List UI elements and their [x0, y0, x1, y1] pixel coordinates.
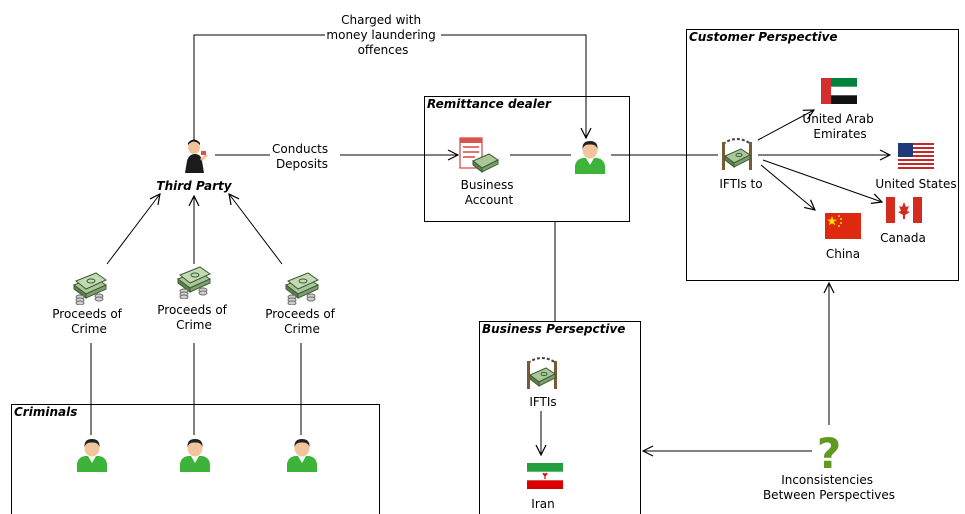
criminals-box: Criminals [11, 404, 380, 514]
proceeds-node-1: Proceeds of Crime [52, 272, 125, 336]
question-mark-icon: ? [817, 429, 841, 478]
uae-node: United Arab Emirates [802, 78, 877, 141]
proceeds-node-3: Proceeds of Crime [265, 272, 338, 336]
iran-node: Iran [527, 463, 563, 511]
proceeds1-to-thirdparty-edge [106, 194, 160, 265]
proceeds-label-1: Proceeds of Crime [52, 307, 125, 336]
criminal-person-icon-3 [287, 439, 317, 472]
proceeds-node-2: Proceeds of Crime [157, 266, 230, 332]
iftis-to-node: IFTIs to [719, 138, 763, 191]
iftis-icon [526, 357, 558, 390]
iran-flag-icon [527, 463, 563, 489]
charged-label: Charged with money laundering offences [326, 13, 439, 57]
business-perspective-box: Business Persepctive [479, 321, 641, 514]
iftis-to-icon [721, 138, 753, 171]
inconsistencies-label: Inconsistencies Between Perspectives [763, 473, 895, 502]
criminal-person-icon-1 [77, 439, 107, 472]
united-states-node: United States [875, 143, 957, 191]
customer-perspective-title: Customer Perspective [689, 30, 838, 44]
criminals-title: Criminals [14, 405, 77, 419]
remittance-dealer-box: Remittance dealer [424, 96, 630, 222]
proceeds3-to-thirdparty-edge [229, 194, 283, 265]
third-party-label: Third Party [156, 179, 232, 193]
uae-flag-icon [821, 78, 857, 104]
iftis-to-canada-edge [762, 159, 882, 202]
business-account-label: Business Account [461, 178, 518, 207]
canada-flag-icon [886, 197, 922, 223]
us-flag-icon [898, 143, 934, 169]
china-label: China [826, 247, 860, 261]
conducts-deposits-label: Conducts Deposits [272, 142, 332, 171]
money-icon [285, 272, 319, 305]
iftis-to-uae-edge [757, 110, 814, 141]
business-perspective-title: Business Persepctive [482, 322, 625, 336]
canada-node: Canada [880, 197, 926, 245]
charged-edge: Charged with money laundering offences [193, 8, 586, 143]
conducts-deposits-edge: Conducts Deposits [215, 140, 458, 172]
money-icon [73, 272, 107, 305]
proceeds-label-2: Proceeds of Crime [157, 303, 230, 332]
business-account-node: Business Account [459, 137, 518, 207]
third-party-icon [185, 139, 208, 173]
business-account-icon [459, 137, 499, 173]
remittance-dealer-title: Remittance dealer [427, 97, 552, 111]
china-node: China [825, 213, 861, 261]
iftis-to-china-edge [760, 164, 815, 210]
iftis-node: IFTIs [526, 357, 558, 409]
svg-text:?: ? [817, 429, 841, 478]
remittance-dealer-person-icon [575, 141, 605, 174]
us-label: United States [875, 177, 956, 191]
iran-label: Iran [531, 497, 554, 511]
canada-label: Canada [880, 231, 926, 245]
third-party-node: Third Party [156, 139, 233, 193]
iftis-label: IFTIs [529, 395, 556, 409]
money-icon [177, 266, 211, 299]
criminal-person-icon-2 [180, 439, 210, 472]
uae-label: United Arab Emirates [802, 112, 877, 141]
iftis-to-label: IFTIs to [719, 177, 762, 191]
inconsistencies-node: ? Inconsistencies Between Perspectives [763, 429, 895, 502]
proceeds-label-3: Proceeds of Crime [265, 307, 338, 336]
china-flag-icon [825, 213, 861, 239]
